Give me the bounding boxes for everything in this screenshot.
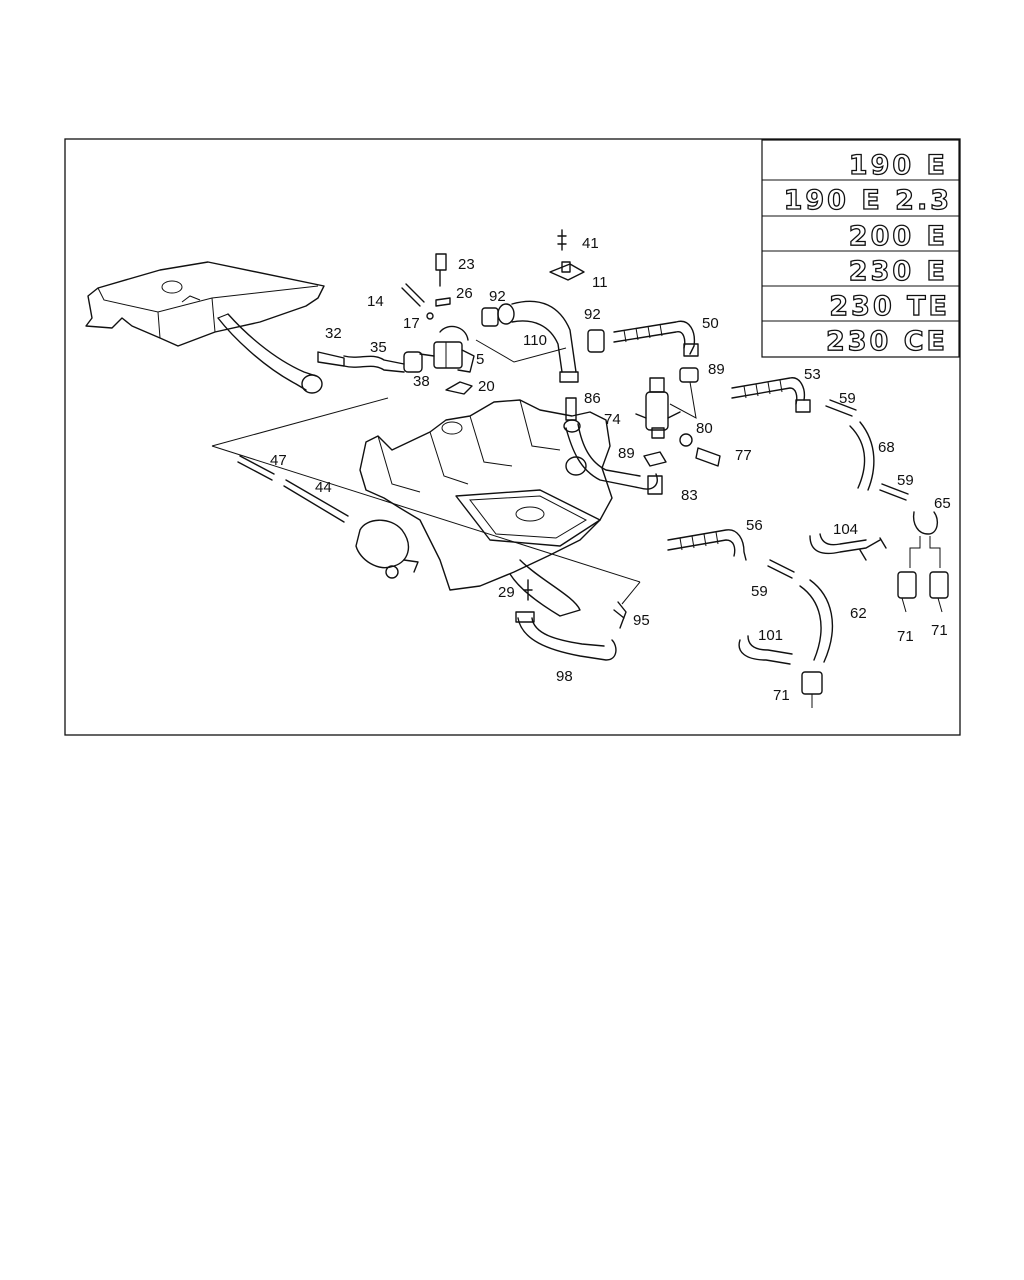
callout-35: 35 <box>370 339 387 356</box>
hose-35 <box>317 351 423 373</box>
badge-230e: 230 E <box>849 256 948 287</box>
callout-20: 20 <box>478 378 495 395</box>
cylinder-head-cover <box>85 261 325 347</box>
callout-110: 110 <box>523 332 547 349</box>
callout-74: 74 <box>604 411 621 428</box>
callout-11: 11 <box>592 274 608 291</box>
hose-53 <box>731 377 811 413</box>
badge-190e: 190 E <box>849 150 948 181</box>
callout-104: 104 <box>833 521 858 538</box>
callout-101: 101 <box>758 627 783 644</box>
callout-68: 68 <box>878 439 895 456</box>
hose-68 <box>825 399 909 501</box>
breather-hose <box>217 313 323 394</box>
fitting-11 <box>549 229 585 281</box>
callout-44: 44 <box>315 479 332 496</box>
callout-50: 50 <box>702 315 719 332</box>
hose-50 <box>613 320 699 357</box>
hose-104 <box>809 533 887 561</box>
callout-89a: 89 <box>708 361 725 378</box>
callout-53: 53 <box>804 366 821 383</box>
callout-59c: 59 <box>751 583 768 600</box>
hose-62 <box>738 559 834 708</box>
callout-32: 32 <box>325 325 342 342</box>
callout-41: 41 <box>582 235 599 252</box>
callout-14: 14 <box>367 293 384 310</box>
callout-29: 29 <box>498 584 515 601</box>
hose-56 <box>667 529 747 561</box>
callout-80: 80 <box>696 420 713 437</box>
callout-47: 47 <box>270 452 287 469</box>
badge-230ce: 230 CE <box>826 326 948 357</box>
thermo-valve-74 <box>635 367 721 467</box>
badge-230te: 230 TE <box>829 291 950 322</box>
diagram-frame <box>64 138 961 736</box>
vacuum-rods <box>211 397 641 583</box>
lower-hose-98 <box>515 579 641 661</box>
callout-92b: 92 <box>584 306 601 323</box>
callout-59b: 59 <box>897 472 914 489</box>
callout-56: 56 <box>746 517 763 534</box>
callout-86: 86 <box>584 390 601 407</box>
callout-5: 5 <box>476 351 484 368</box>
model-badge-panel: 190 E 190 E 2.3 200 E 230 E 230 TE 230 C… <box>761 139 960 358</box>
callout-62: 62 <box>850 605 867 622</box>
callout-17: 17 <box>403 315 420 332</box>
callout-23: 23 <box>458 256 475 273</box>
callout-77: 77 <box>735 447 752 464</box>
callout-95: 95 <box>633 612 650 629</box>
callout-38: 38 <box>413 373 430 390</box>
valve-cluster <box>401 253 475 395</box>
badge-200e: 200 E <box>849 221 948 252</box>
callout-71b: 71 <box>931 622 948 639</box>
callout-89b: 89 <box>618 445 635 462</box>
junction-65 <box>897 511 949 613</box>
callout-92a: 92 <box>489 288 506 305</box>
callout-83: 83 <box>681 487 698 504</box>
callout-26: 26 <box>456 285 473 302</box>
badge-190e-23: 190 E 2.3 <box>784 185 952 216</box>
callout-71c: 71 <box>773 687 790 704</box>
callout-65: 65 <box>934 495 951 512</box>
callout-59a: 59 <box>839 390 856 407</box>
hose-110 <box>475 300 605 383</box>
coolant-pipe-83 <box>563 397 663 495</box>
callout-71a: 71 <box>897 628 914 645</box>
callout-98: 98 <box>556 668 573 685</box>
callout-labels: 41 23 11 14 26 92 92 17 50 32 110 35 5 8… <box>270 235 951 704</box>
